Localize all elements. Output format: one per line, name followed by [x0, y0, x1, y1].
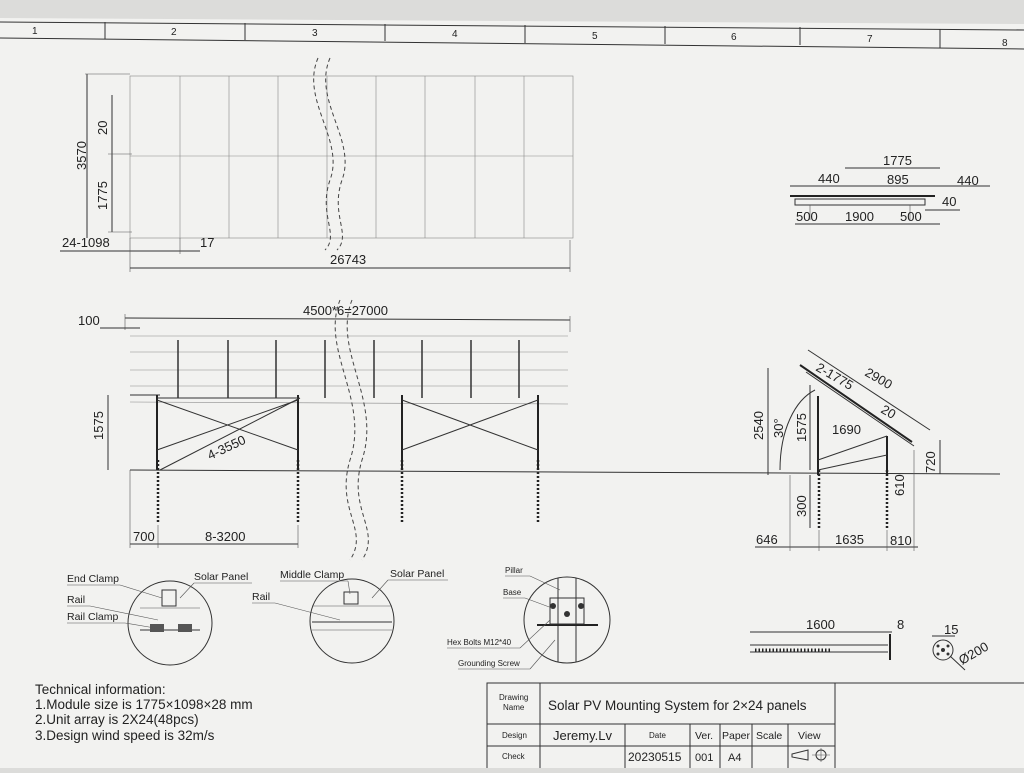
zone-border: 1 2 3 4 5 6 7 8: [0, 21, 1024, 50]
dim-overhang: 100: [78, 313, 100, 328]
dim-screw-length: 1600: [806, 617, 835, 632]
side-elevation: 2-1775 2900 20 1690 2540 30° 1575 720 30…: [751, 349, 941, 551]
label-solar-panel-2: Solar Panel: [390, 568, 444, 580]
tech-info-heading: Technical information:: [35, 682, 166, 697]
dim-low-edge: 720: [923, 451, 938, 473]
dim-posts: 8-3200: [205, 529, 245, 544]
dim-hole: 15: [944, 622, 958, 637]
date-value: 20230515: [628, 750, 682, 764]
paper: [0, 18, 1024, 768]
ground-screw: 1600 8 15 Ø200: [750, 617, 991, 671]
dim-right-overhang: 440: [957, 173, 979, 188]
dim-total-height: 3570: [74, 141, 89, 170]
drawing-name: Solar PV Mounting System for 2×24 panels: [548, 698, 807, 713]
dim-center: 895: [887, 172, 909, 187]
zone-label: 2: [171, 27, 177, 38]
dim-total-length: 26743: [330, 252, 366, 267]
dim-beam: 1690: [832, 422, 861, 437]
label-base: Base: [503, 588, 522, 597]
dim-rear-pile: 610: [892, 474, 907, 496]
date-label: Date: [649, 731, 666, 740]
dim-tilt: 30°: [771, 418, 786, 438]
version-value: 001: [695, 752, 713, 764]
paper-label: Paper: [722, 730, 751, 742]
dim-right-end: 500: [900, 209, 922, 224]
label-solar-panel-1: Solar Panel: [194, 571, 248, 583]
drawing-name-label-1: Drawing: [499, 693, 528, 702]
label-middle-clamp: Middle Clamp: [280, 569, 344, 581]
label-end-clamp: End Clamp: [67, 573, 119, 585]
label-hex-bolts: Hex Bolts M12*40: [447, 638, 512, 647]
dim-thickness: 40: [942, 194, 956, 209]
tech-info-line-1: 1.Module size is 1775×1098×28 mm: [35, 697, 253, 712]
dim-module: 1775: [883, 153, 912, 168]
end-view-small: 1775 440 895 440 40 500 1900 500: [790, 153, 990, 225]
zone-label: 5: [592, 31, 598, 42]
zone-label: 3: [312, 28, 318, 39]
design-label: Design: [502, 731, 527, 740]
plan-view: 3570 20 1775 24-1098 17 26743: [60, 57, 574, 272]
dim-span: 1900: [845, 209, 874, 224]
zone-label: 4: [452, 29, 458, 40]
dim-left-end: 500: [796, 209, 818, 224]
drawing-name-label-2: Name: [503, 703, 525, 712]
dim-front-height: 1575: [794, 413, 809, 442]
technical-info: Technical information: 1.Module size is …: [35, 682, 253, 743]
tech-info-line-2: 2.Unit array is 2X24(48pcs): [35, 712, 199, 727]
dim-rear-overhang: 810: [890, 533, 912, 548]
label-grounding-screw: Grounding Screw: [458, 659, 520, 668]
zone-label: 8: [1002, 38, 1008, 49]
dim-module-gap: 17: [200, 235, 214, 250]
dim-post-spacing: 1635: [835, 532, 864, 547]
dim-height: 1575: [91, 411, 106, 440]
dim-left-overhang: 440: [818, 171, 840, 186]
detail-pillar-base: Pillar Base Hex Bolts M12*40 Grounding S…: [447, 566, 611, 670]
label-rail-1: Rail: [67, 594, 85, 606]
zone-label: 7: [867, 34, 873, 45]
designer: Jeremy.Lv: [553, 728, 612, 743]
paper-value: A4: [728, 752, 741, 764]
tech-info-line-3: 3.Design wind speed is 32m/s: [35, 728, 215, 743]
dim-gap-side: 20: [879, 402, 899, 422]
label-pillar: Pillar: [505, 566, 523, 575]
title-block: Drawing Name Solar PV Mounting System fo…: [486, 682, 1024, 773]
dim-total-height-side: 2540: [751, 411, 766, 440]
zone-label: 6: [731, 32, 737, 43]
detail-end-clamp: End Clamp Solar Panel Rail Rail Clamp: [67, 571, 252, 666]
dim-end: 700: [133, 529, 155, 544]
projection-symbol-icon: [791, 748, 830, 762]
zone-label: 1: [32, 26, 38, 37]
scale-label: Scale: [756, 730, 782, 742]
label-rail-2: Rail: [252, 591, 270, 603]
dim-module-width: 24-1098: [62, 235, 110, 250]
dim-pile: 300: [794, 495, 809, 517]
dim-module-length: 1775: [95, 181, 110, 210]
view-label: View: [798, 730, 821, 742]
dim-flange: 8: [897, 617, 904, 632]
dim-spans: 4500*6=27000: [303, 303, 388, 318]
dim-front-overhang: 646: [756, 532, 778, 547]
ver-label: Ver.: [695, 730, 713, 742]
label-rail-clamp: Rail Clamp: [67, 611, 119, 623]
detail-middle-clamp: Middle Clamp Solar Panel Rail: [252, 568, 448, 664]
dim-gap: 20: [95, 121, 110, 135]
check-label: Check: [502, 752, 526, 761]
